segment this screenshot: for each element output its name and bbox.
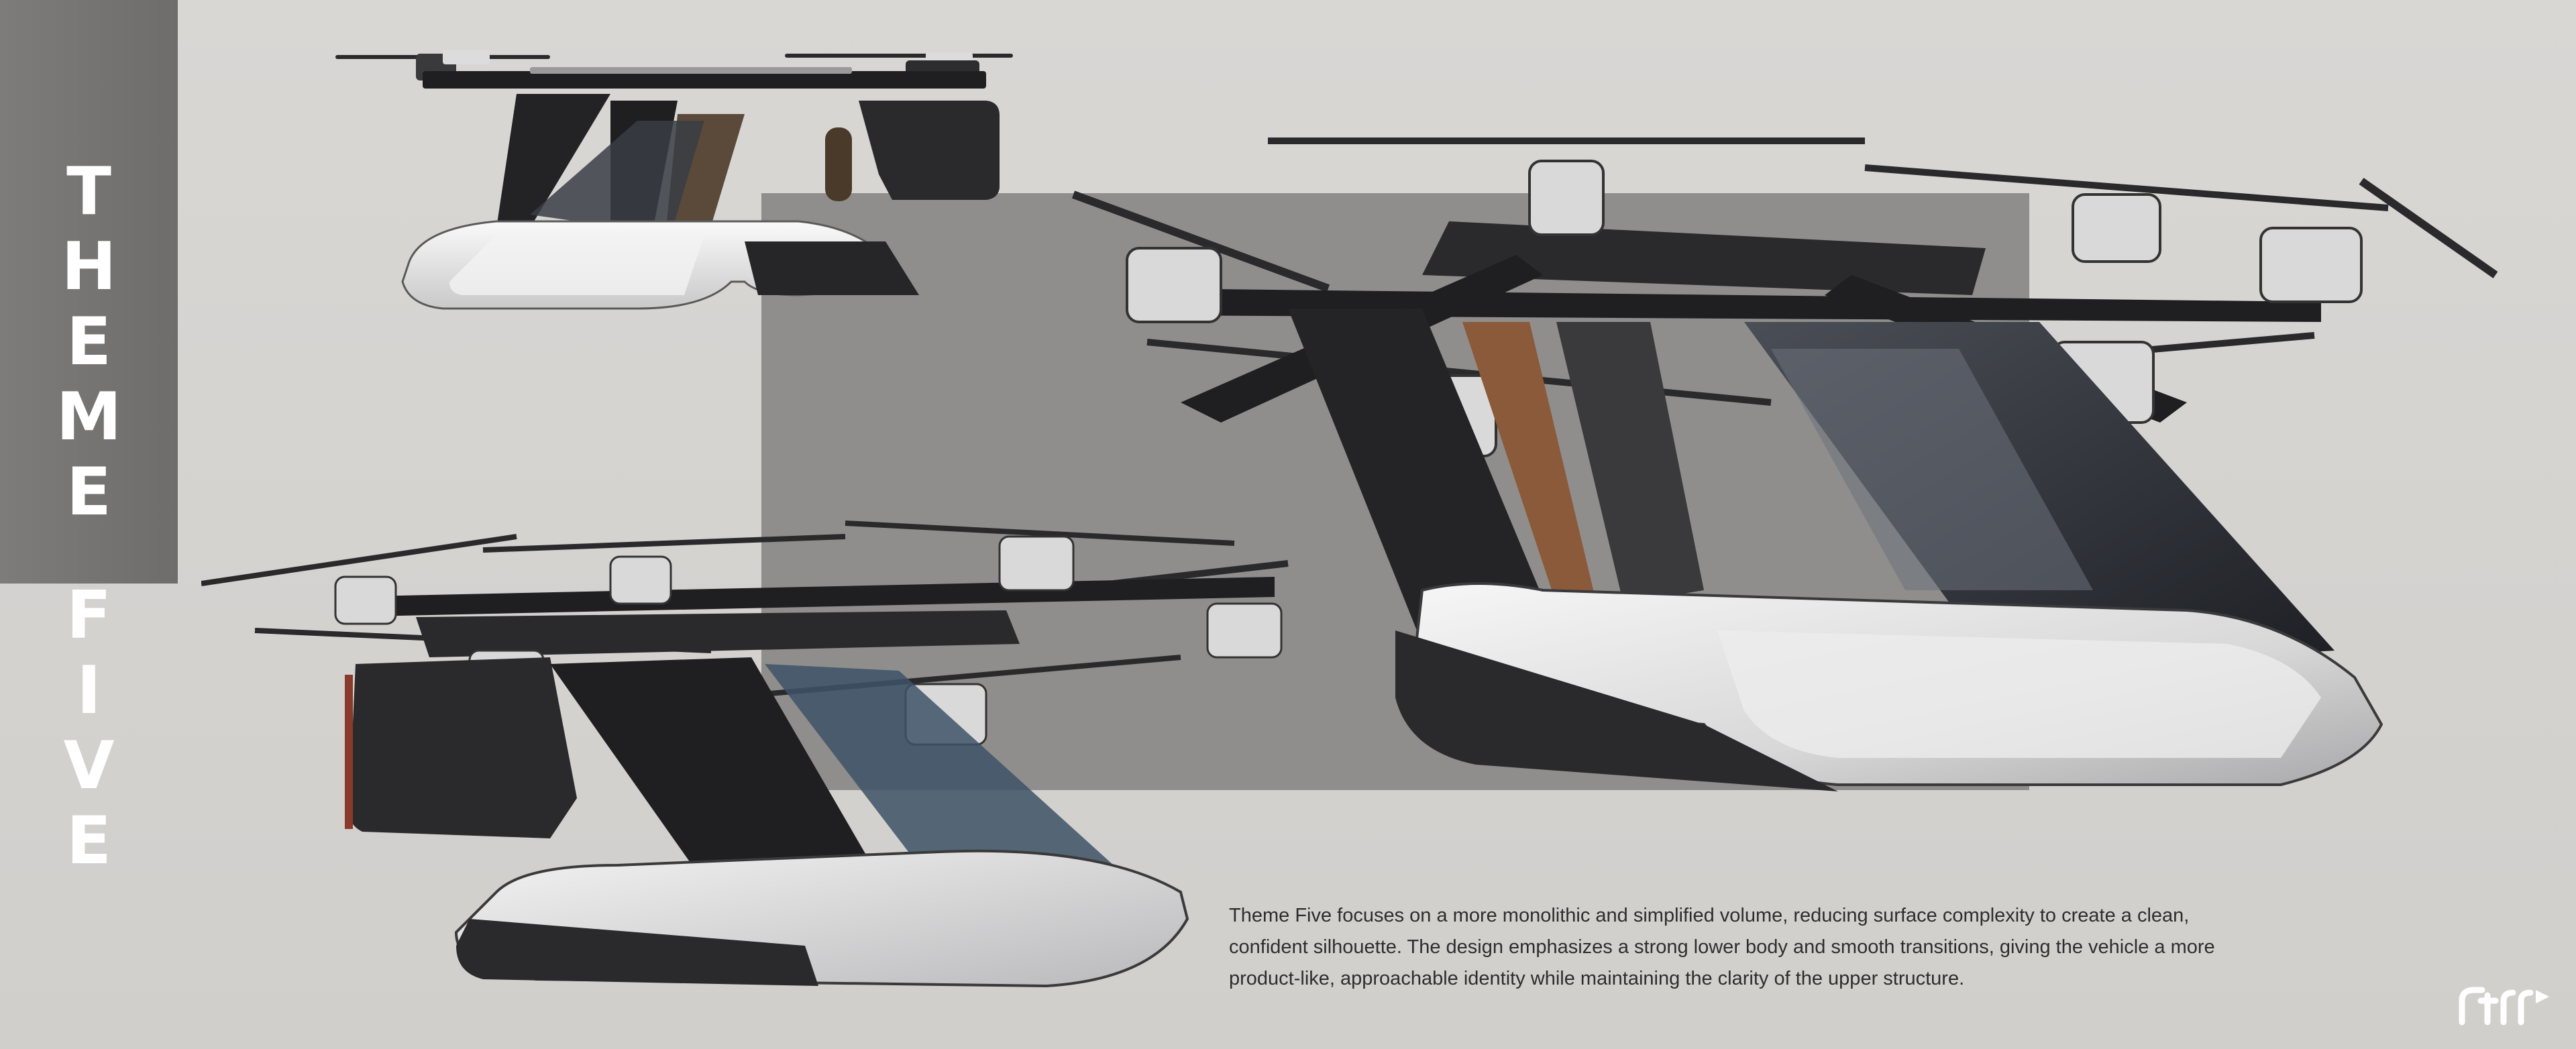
brand-logo-icon — [2459, 987, 2549, 1026]
title-letter: I — [76, 653, 101, 729]
title-letter: T — [66, 154, 111, 230]
caption-line: confident silhouette. The design emphasi… — [1229, 936, 2215, 958]
title-letter: F — [66, 577, 111, 654]
vertical-title: T H E M E F I V E — [0, 154, 178, 879]
title-letter: H — [61, 229, 117, 305]
caption-line: product-like, approachable identity whil… — [1229, 968, 1965, 989]
title-letter: V — [63, 728, 115, 804]
theme-description: Theme Five focuses on a more monolithic … — [1229, 900, 2222, 995]
caption-line: Theme Five focuses on a more monolithic … — [1229, 905, 2190, 926]
title-letter: M — [56, 379, 122, 455]
title-sidebar — [0, 0, 178, 584]
title-letter: E — [66, 304, 111, 380]
drone-front-three-quarter-render — [1071, 137, 2498, 791]
drone-rear-three-quarter-render — [201, 520, 1289, 988]
title-letter: E — [66, 454, 111, 531]
title-letter: E — [66, 803, 111, 879]
drone-side-view-render — [335, 50, 1013, 310]
